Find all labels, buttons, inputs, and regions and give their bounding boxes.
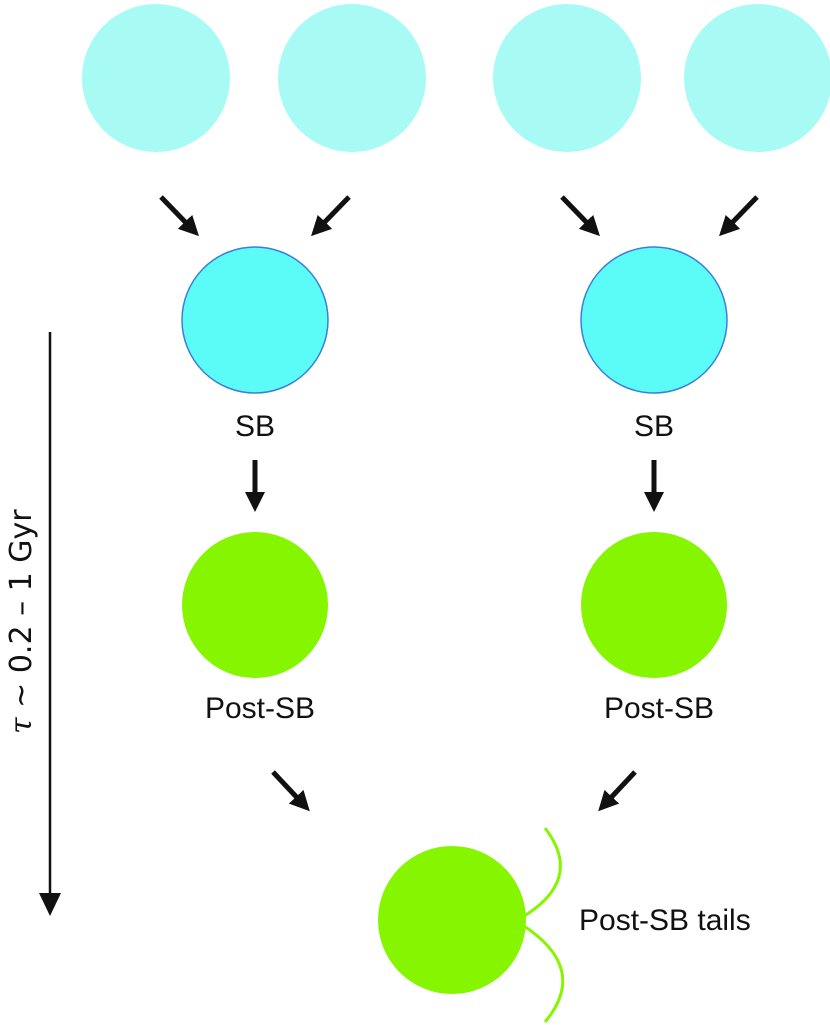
tau-symbol: τ — [4, 717, 39, 734]
merge-arrow-left-1 — [159, 195, 199, 237]
starburst-galaxy-left — [181, 246, 329, 394]
progenitor-galaxy-4 — [684, 4, 830, 152]
tidal-tail-upper — [520, 827, 562, 920]
progenitor-galaxy-3 — [493, 4, 641, 152]
progenitor-galaxy-2 — [278, 4, 426, 152]
post-sb-tails-label: Post-SB tails — [579, 904, 751, 937]
final-arrow-left — [271, 770, 310, 812]
merge-arrow-left-2 — [311, 195, 351, 237]
time-axis-arrowhead — [39, 893, 61, 916]
final-arrow-right — [598, 770, 637, 812]
time-range-text: ~ 0.2 – 1 Gyr — [4, 509, 39, 718]
post-sb-label-left: Post-SB — [205, 692, 315, 725]
post-sb-label-right: Post-SB — [604, 692, 714, 725]
merge-arrow-right-1 — [560, 195, 600, 237]
post-starburst-tails-galaxy — [378, 846, 526, 994]
post-starburst-galaxy-right — [581, 532, 727, 678]
starburst-galaxy-right — [580, 246, 728, 394]
sb-label-left: SB — [235, 410, 275, 443]
tidal-tail-lower — [520, 922, 565, 1023]
post-starburst-galaxy-left — [182, 532, 328, 678]
progenitor-galaxy-1 — [82, 4, 230, 152]
sb-label-right: SB — [634, 410, 674, 443]
time-axis-label: τ ~ 0.2 – 1 Gyr — [4, 509, 39, 734]
merge-arrow-right-2 — [719, 195, 759, 237]
